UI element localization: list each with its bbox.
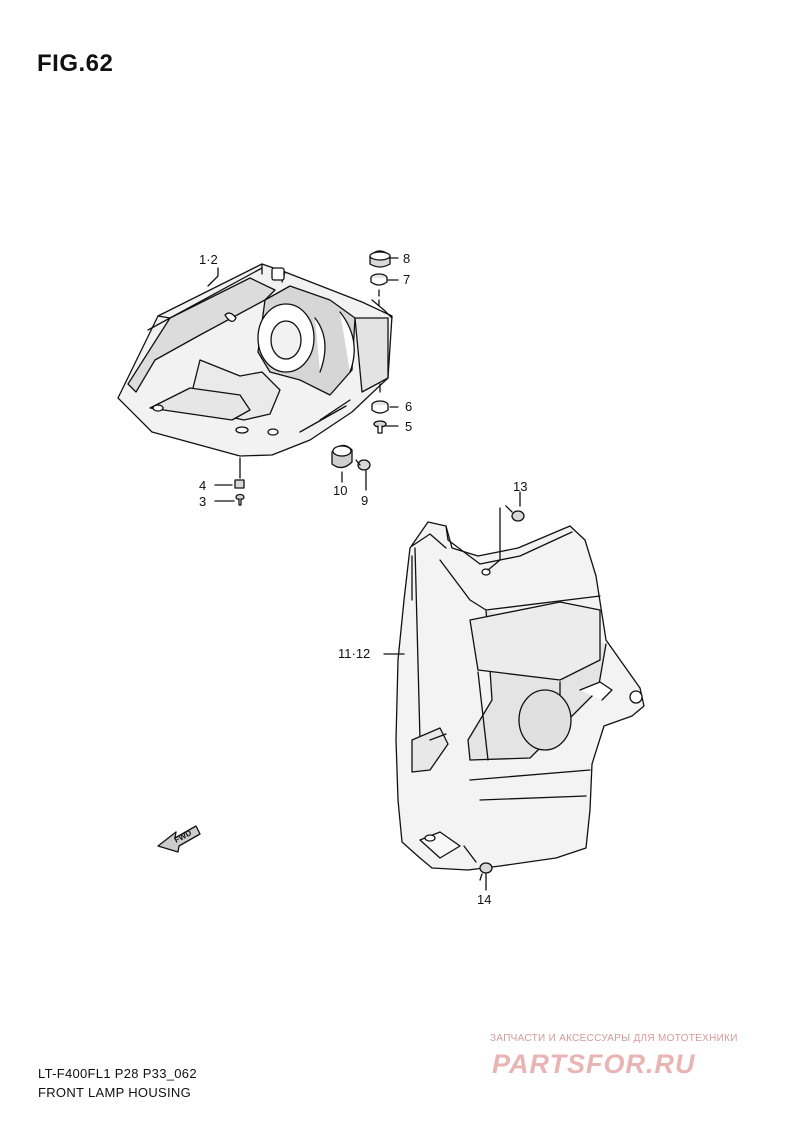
watermark-logo: PARTSFOR.RU bbox=[492, 1049, 696, 1079]
callout-3: 3 bbox=[199, 494, 207, 509]
clip-nut-part-4 bbox=[234, 479, 245, 489]
bolt-part-5 bbox=[373, 420, 387, 434]
grommet-part-10 bbox=[331, 444, 353, 469]
collar-part-7 bbox=[370, 273, 388, 286]
front-lamp-housing-part bbox=[117, 263, 393, 457]
callout-13: 13 bbox=[513, 479, 528, 494]
fwd-arrow-icon: FWD bbox=[157, 825, 201, 853]
section-name: FRONT LAMP HOUSING bbox=[38, 1085, 191, 1100]
screw-part-14 bbox=[479, 862, 493, 881]
callout-10: 10 bbox=[333, 483, 348, 498]
front-cover-part bbox=[395, 521, 645, 871]
callout-6: 6 bbox=[405, 399, 413, 414]
callout-4: 4 bbox=[199, 478, 207, 493]
screw-part-13 bbox=[505, 505, 525, 522]
callout-14: 14 bbox=[477, 892, 492, 907]
callout-7: 7 bbox=[403, 272, 411, 287]
callout-11-12: 11·12 bbox=[338, 646, 371, 661]
callout-1-2: 1·2 bbox=[199, 252, 218, 267]
bolt-part-9 bbox=[355, 459, 371, 471]
model-code: LT-F400FL1 P28 P33_062 bbox=[38, 1066, 197, 1081]
callout-5: 5 bbox=[405, 419, 413, 434]
callout-8: 8 bbox=[403, 251, 411, 266]
watermark-tagline: ЗАПЧАСТИ И АКСЕССУАРЫ ДЛЯ МОТОТЕХНИКИ bbox=[490, 1033, 738, 1044]
callout-9: 9 bbox=[361, 493, 369, 508]
screw-part-3 bbox=[235, 493, 245, 506]
grommet-part-8 bbox=[369, 250, 391, 268]
figure-title: FIG.62 bbox=[37, 50, 114, 77]
collar-part-6 bbox=[371, 400, 389, 414]
